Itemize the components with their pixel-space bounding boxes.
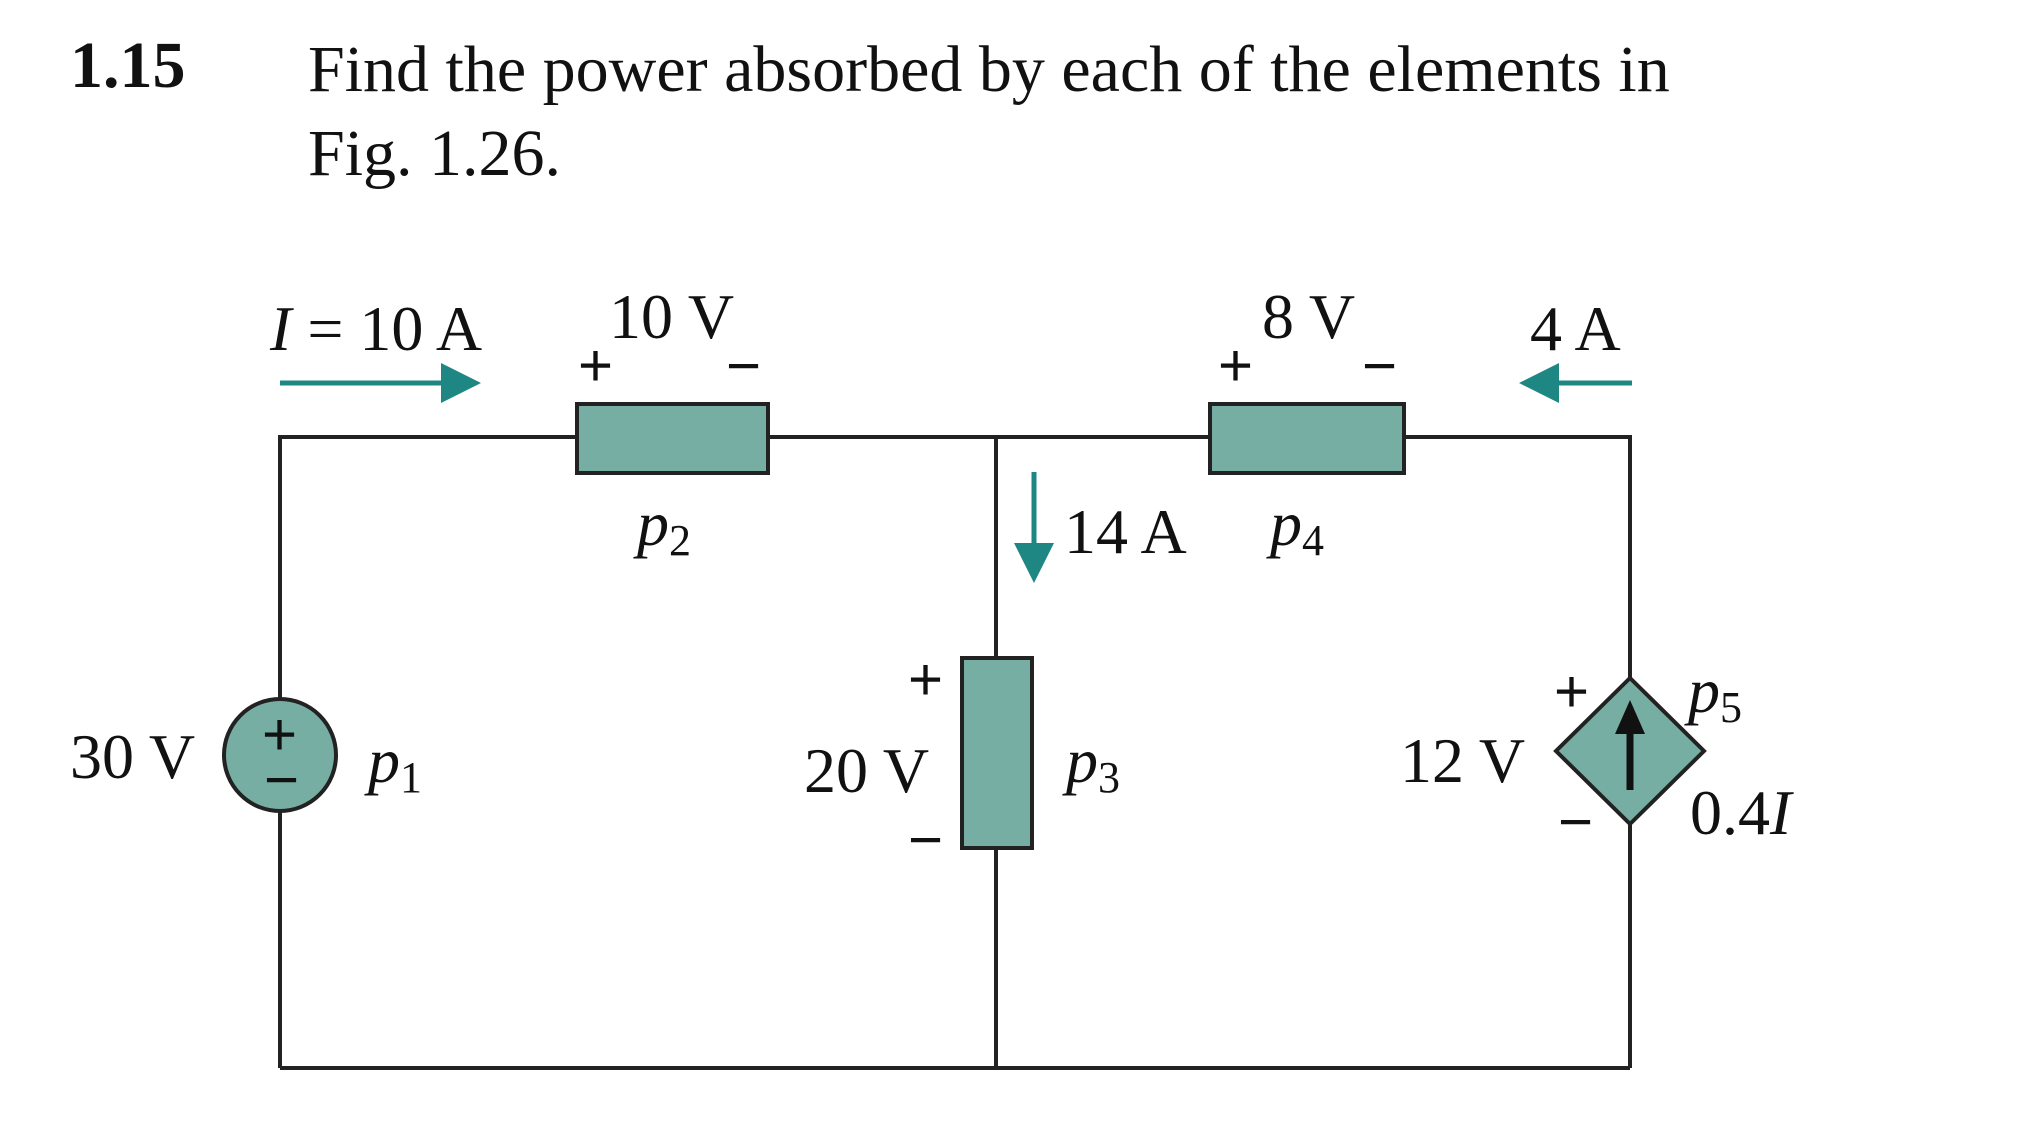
element-4-minus: − [1362, 332, 1397, 399]
element-2-voltage: 10 V [609, 281, 734, 352]
problem-number: 1.15 [70, 29, 186, 102]
element-2-plus: + [578, 332, 613, 399]
element-4-plus: + [1218, 332, 1253, 399]
element-3-box [960, 656, 1034, 850]
element-3-minus: − [908, 806, 943, 873]
element-3-power-label: p3 [1062, 725, 1120, 802]
element-4-box [1208, 402, 1406, 475]
source-1-power-label: p1 [364, 725, 422, 802]
current-label-I: I = 10 A [269, 293, 482, 364]
wire-top-right [1404, 435, 1632, 678]
element-2-minus: − [726, 332, 761, 399]
element-5-power-label: p5 [1684, 655, 1742, 732]
element-3-plus: + [908, 646, 943, 713]
element-2-box [575, 402, 770, 475]
element-2-power-label: p2 [633, 488, 691, 565]
element-5-minus: − [1558, 788, 1593, 855]
voltage-source-30v [222, 697, 338, 813]
current-label-4A: 4 A [1530, 293, 1621, 364]
element-5-value: 0.4I [1690, 777, 1794, 848]
element-5-plus: + [1554, 658, 1589, 725]
source-1-minus: − [264, 746, 299, 813]
element-4-voltage: 8 V [1262, 281, 1355, 352]
current-label-I-variable: I [269, 293, 294, 364]
element-3-voltage: 20 V [804, 735, 929, 806]
problem-text-line-2: Fig. 1.26. [308, 117, 562, 190]
problem-text-line-1: Find the power absorbed by each of the e… [308, 33, 1670, 106]
element-4-power-label: p4 [1266, 488, 1324, 565]
current-label-I-value: = 10 A [291, 293, 482, 364]
source-1-plus: + [262, 701, 297, 768]
problem-statement: Find the power absorbed by each of the e… [308, 28, 1958, 196]
current-label-14A: 14 A [1064, 496, 1187, 567]
source-1-voltage: 30 V [70, 721, 195, 792]
wire-left-top [278, 435, 577, 775]
dependent-source-arrowhead-icon [1615, 700, 1645, 734]
element-5-voltage: 12 V [1400, 725, 1525, 796]
wires [278, 435, 1632, 1070]
